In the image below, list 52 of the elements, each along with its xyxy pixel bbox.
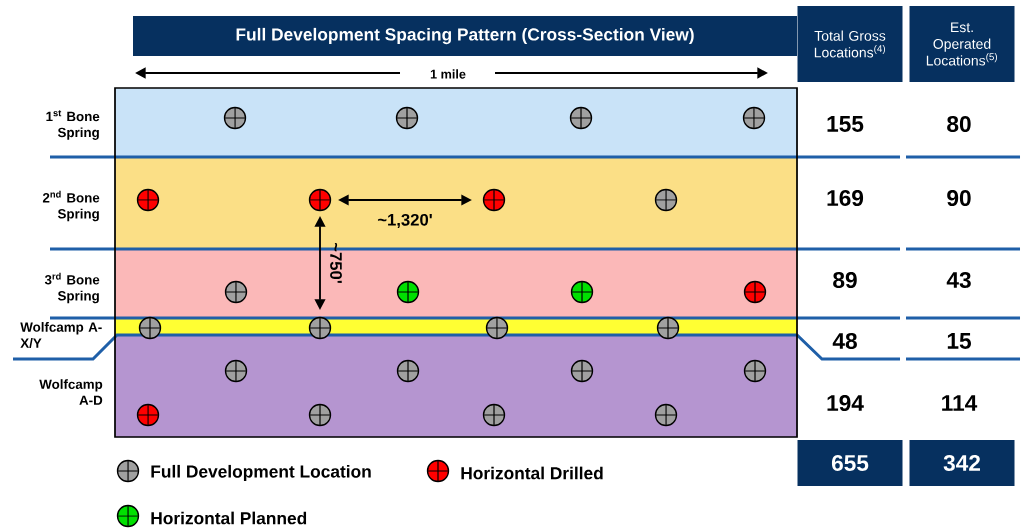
column-header: Est. Operated Locations$^{(5)}$ xyxy=(909,6,1015,82)
table-value: 169 xyxy=(827,190,864,207)
total-box: 342 xyxy=(909,440,1015,486)
table-value: 90 xyxy=(947,190,971,207)
table-value: 80 xyxy=(947,116,971,133)
layer-label: Wolfcamp A-D xyxy=(39,379,103,405)
well-symbol xyxy=(743,359,767,383)
well-symbol xyxy=(224,280,248,304)
well-symbol xyxy=(742,106,766,130)
table-value: 48 xyxy=(832,333,857,350)
column-header: Total Gross Locations$^{(4)}$ xyxy=(797,6,903,82)
dimension-label: ~1,320' xyxy=(377,213,432,229)
well-symbol xyxy=(570,359,594,383)
well-symbol xyxy=(654,188,678,212)
well-symbol xyxy=(570,280,594,304)
well-symbol xyxy=(654,403,678,427)
rock-layer-band xyxy=(115,88,798,158)
well-symbol xyxy=(656,316,680,340)
layer-label: 2$^{nd}$ Bone Spring xyxy=(42,190,100,222)
dimension-label: ~750' xyxy=(330,242,342,283)
layer-label: Wolfcamp A-X/Y xyxy=(20,322,102,348)
well-symbol xyxy=(482,188,506,212)
legend-label: Horizontal Planned xyxy=(151,511,307,525)
well-symbol xyxy=(396,280,420,304)
well-symbol xyxy=(482,403,506,427)
well-symbol xyxy=(396,359,420,383)
layer-label: 3$^{rd}$ Bone Spring xyxy=(44,272,100,304)
table-value: 194 xyxy=(827,395,864,412)
total-box: 655 xyxy=(797,440,903,486)
table-value: 15 xyxy=(947,333,971,349)
well-symbol xyxy=(395,106,419,130)
layer-label: 1$^{st}$ Bone Spring xyxy=(46,110,100,140)
table-value: 43 xyxy=(946,271,971,289)
rock-layer-band xyxy=(115,334,798,438)
well-symbol xyxy=(224,359,248,383)
well-symbol xyxy=(569,106,593,130)
table-value: 114 xyxy=(942,395,978,411)
legend-label: Horizontal Drilled xyxy=(461,466,603,480)
node-label: Total Gross Locations$^{(4)}$ xyxy=(814,30,886,58)
well-symbol xyxy=(308,403,332,427)
legend-label: Full Development Location xyxy=(151,464,371,482)
well-symbol xyxy=(138,316,162,340)
well-symbol xyxy=(485,316,509,340)
table-value: 89 xyxy=(833,272,857,289)
well-symbol xyxy=(743,280,767,304)
well-symbol xyxy=(308,188,332,212)
well-symbol xyxy=(136,188,160,212)
dimension-label: 1 mile xyxy=(430,69,466,79)
well-symbol xyxy=(223,106,247,130)
table-value: 155 xyxy=(827,116,864,132)
well-symbol xyxy=(308,316,332,340)
well-symbol xyxy=(136,403,160,427)
